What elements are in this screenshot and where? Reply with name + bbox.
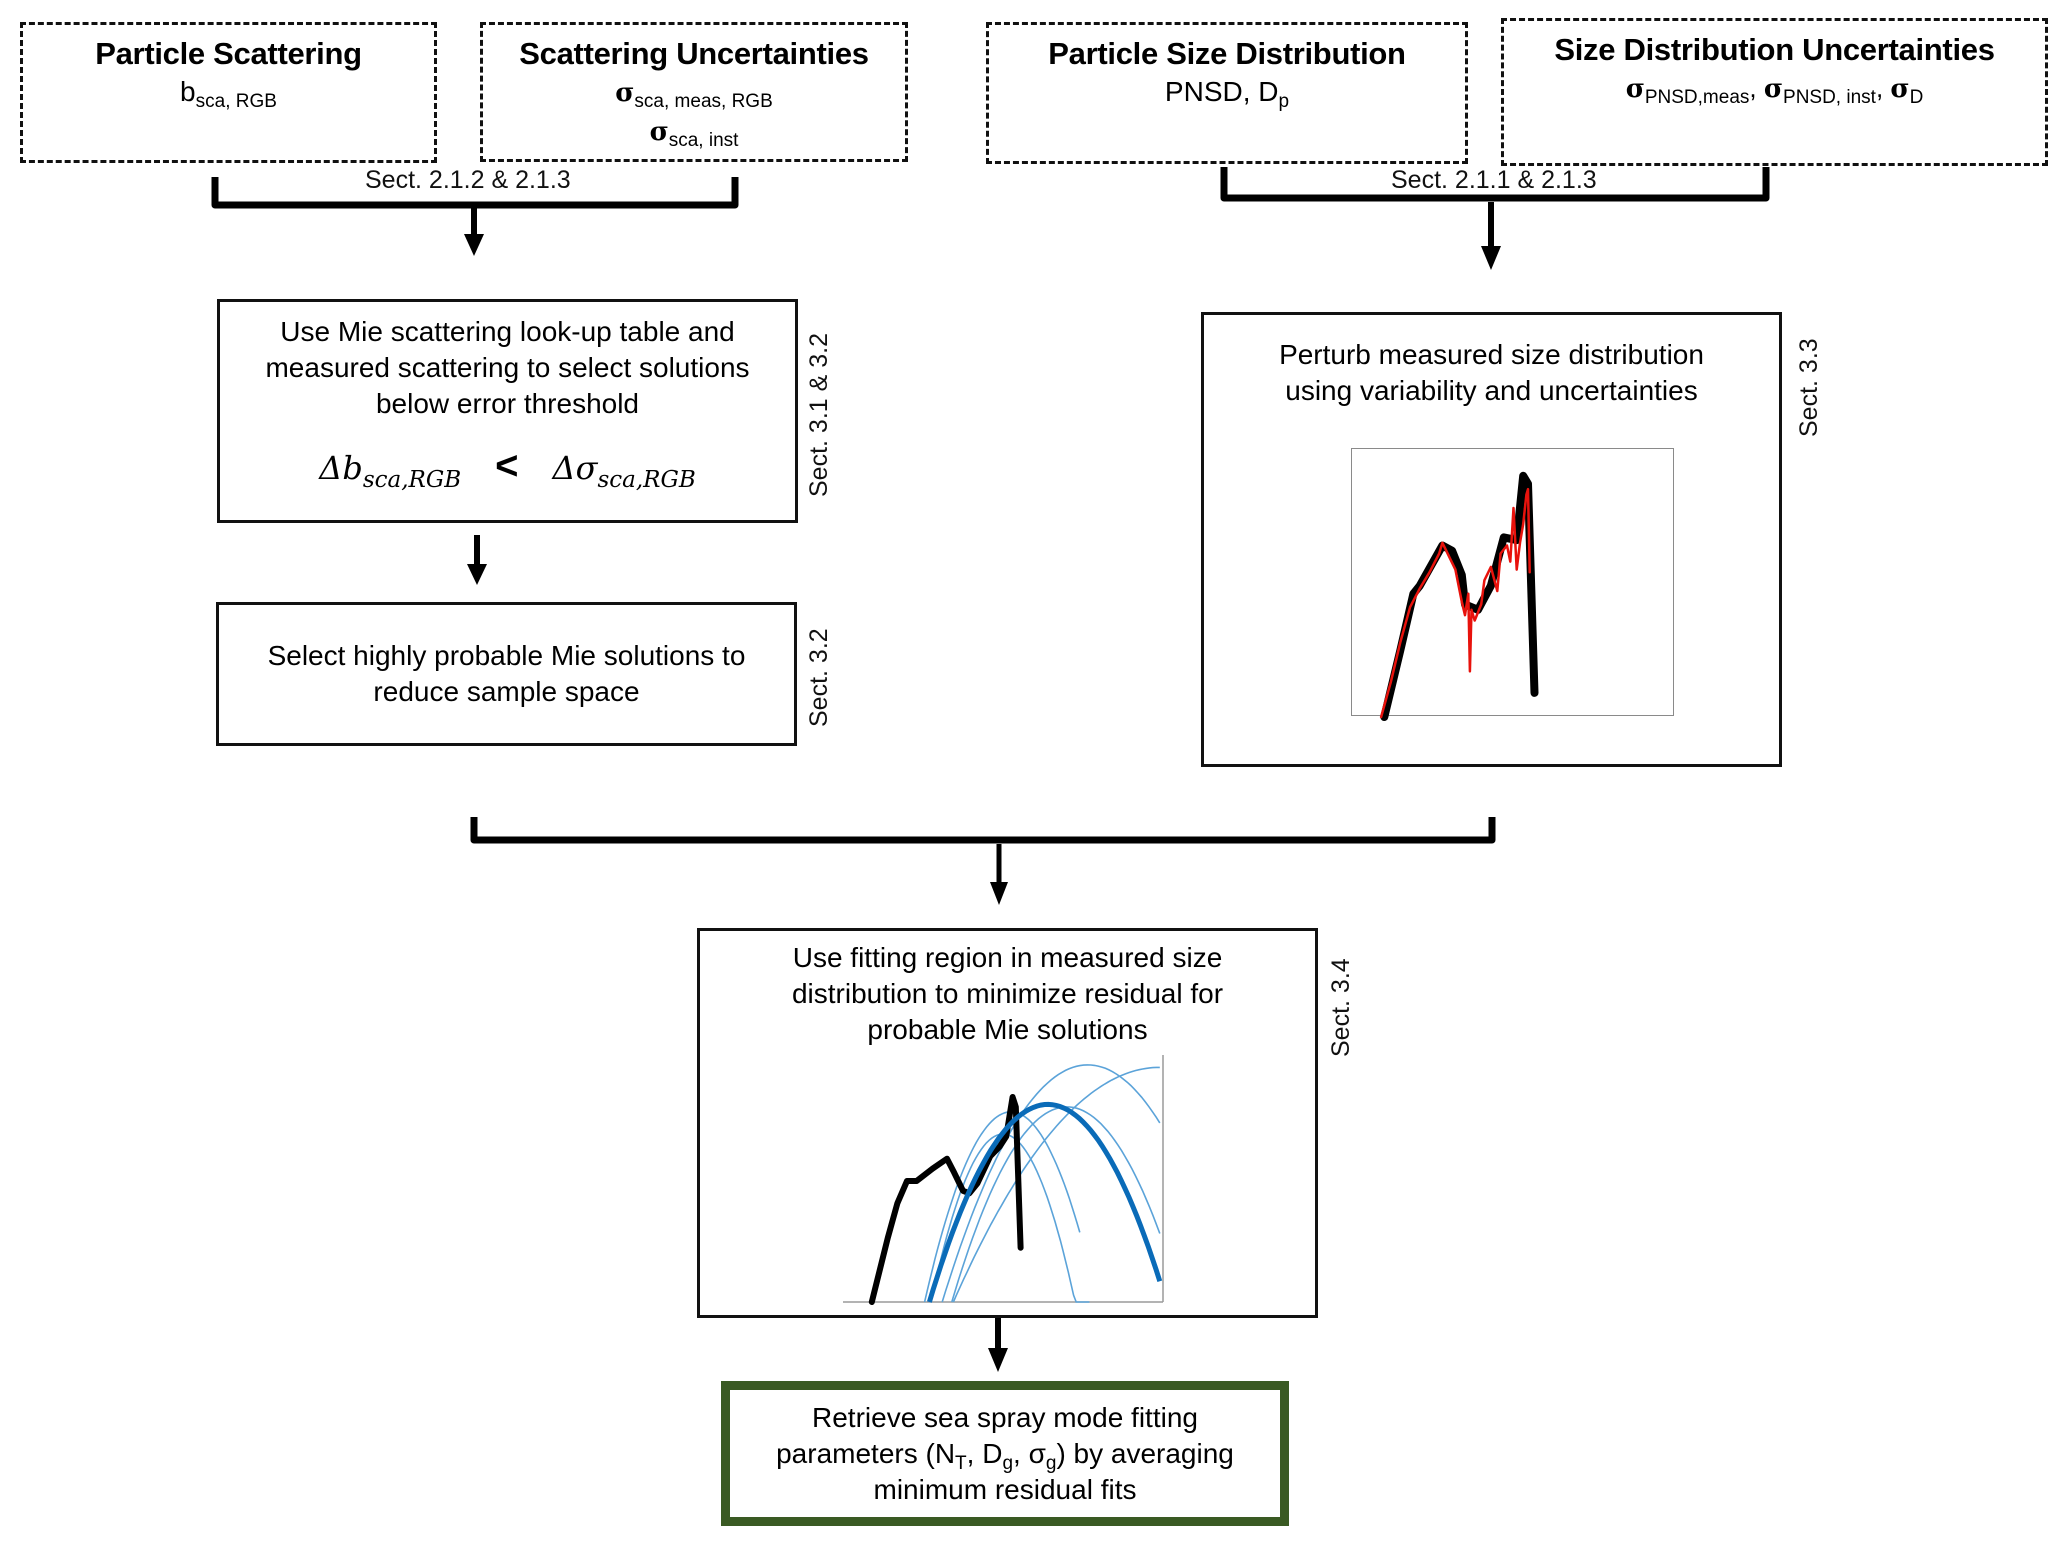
symbol-subscript: p: [1278, 91, 1290, 112]
section-ref-perturb: Sect. 3.3: [1795, 338, 1823, 437]
input-symbol: PNSD, Dp: [989, 74, 1465, 112]
retrieve-line-3: minimum residual fits: [873, 1473, 1137, 1505]
right-input-bracket: [1220, 167, 1770, 202]
input-box-size-distribution-uncertainties: Size Distribution Uncertainties σPNSD,me…: [1501, 18, 2048, 166]
error-threshold-formula: Δbsca,RGB<Δσsca,RGB: [220, 444, 795, 492]
perturbed-distribution-line: [1379, 487, 1531, 719]
step-text: Perturb measured size distribution using…: [1279, 339, 1704, 406]
symbol-subscript: sca, RGB: [195, 91, 277, 112]
measured-distribution-line: [1380, 471, 1539, 721]
input-title: Size Distribution Uncertainties: [1554, 32, 1995, 67]
input-symbol-line-2: σsca, inst: [483, 113, 905, 150]
fitting-chart: [843, 1055, 1164, 1305]
step-box-mie-lookup: Use Mie scattering look-up table and mea…: [217, 299, 798, 523]
subscript: g: [1002, 1452, 1014, 1474]
sigma-symbol: σ: [1625, 74, 1645, 104]
fitting-chart-frame: [843, 1055, 1165, 1305]
fit-line-candidate-5: [951, 1106, 1161, 1303]
step-box-select-probable: Select highly probable Mie solutions to …: [216, 602, 797, 746]
step-text: Select highly probable Mie solutions to …: [267, 640, 746, 707]
section-ref-select-probable: Sect. 3.2: [805, 628, 833, 727]
symbol-subscript: sca, meas, RGB: [634, 91, 773, 112]
input-symbol-line-1: σsca, meas, RGB: [483, 74, 905, 111]
step-box-retrieve: Retrieve sea spray mode fitting paramete…: [721, 1381, 1289, 1526]
right-bracket-arrow-head: [1481, 246, 1501, 270]
formula-left: Δbsca,RGB: [319, 449, 461, 492]
sigma-symbol: σ: [615, 78, 635, 108]
formula-right-subscript: sca,RGB: [597, 467, 696, 493]
input-box-particle-size-distribution: Particle Size Distribution PNSD, Dp: [986, 22, 1468, 164]
fit-line-candidate-1: [923, 1110, 1081, 1303]
left-bracket-label: Sect. 2.1.2 & 2.1.3: [365, 166, 571, 194]
input-title: Particle Size Distribution: [1048, 36, 1406, 71]
merge-arrow-head: [990, 882, 1008, 905]
less-than-operator: <: [495, 444, 519, 488]
formula-right: Δσsca,RGB: [552, 449, 696, 492]
perturb-chart-frame: [1351, 448, 1674, 721]
step-text: Use Mie scattering look-up table and mea…: [265, 316, 750, 419]
perturb-chart: [1379, 471, 1539, 721]
sigma-symbol: σ: [1763, 74, 1784, 104]
sigma-symbol: σ: [1890, 74, 1910, 104]
right-bracket-label: Sect. 2.1.1 & 2.1.3: [1391, 166, 1597, 194]
symbol-subscript: PNSD,meas: [1644, 87, 1750, 108]
fit-line-candidate-2: [930, 1133, 1090, 1303]
subscript: g: [1045, 1452, 1057, 1474]
input-symbol: σPNSD,meas, σPNSD, inst, σD: [1504, 70, 2045, 107]
formula-left-base: Δb: [319, 449, 363, 487]
section-ref-fitting: Sect. 3.4: [1327, 958, 1355, 1057]
retrieve-line-1: Retrieve sea spray mode fitting: [812, 1401, 1198, 1433]
symbol-base: PNSD, D: [1164, 76, 1279, 107]
subscript: T: [955, 1452, 967, 1474]
section-ref-mie-lookup: Sect. 3.1 & 3.2: [805, 333, 833, 497]
symbol-subscript: sca, inst: [668, 130, 739, 151]
left-bracket-arrow-head: [464, 234, 484, 256]
fit-to-retrieve-arrow-head: [988, 1348, 1008, 1372]
step-text: Use fitting region in measured size dist…: [791, 942, 1224, 1045]
symbol-subscript: PNSD, inst: [1783, 87, 1876, 108]
formula-left-subscript: sca,RGB: [362, 467, 462, 493]
left-input-bracket: [211, 177, 739, 209]
input-box-scattering-uncertainties: Scattering Uncertainties σsca, meas, RGB…: [480, 22, 908, 162]
input-box-particle-scattering: Particle Scattering bsca, RGB: [20, 22, 437, 163]
formula-right-base: Δσ: [552, 449, 598, 487]
text-fragment: , D: [966, 1437, 1003, 1469]
symbol-subscript: D: [1909, 87, 1924, 108]
mean-fit-line: [927, 1101, 1163, 1303]
sigma-symbol: σ: [649, 117, 669, 147]
text-fragment: , σ: [1013, 1437, 1046, 1469]
input-title: Particle Scattering: [95, 36, 362, 71]
mie-to-select-arrow-head: [467, 564, 487, 585]
input-symbol: bsca, RGB: [23, 74, 434, 112]
input-title: Scattering Uncertainties: [519, 36, 869, 71]
symbol-base: b: [180, 76, 196, 107]
text-fragment: ) by averaging: [1056, 1437, 1234, 1469]
separator: ,: [1875, 73, 1891, 103]
fit-line-candidate-3: [941, 1064, 1161, 1303]
retrieve-line-2: parameters (NT, Dg, σg) by averaging: [730, 1436, 1280, 1474]
merge-bracket: [470, 817, 1496, 844]
text-fragment: parameters (N: [776, 1437, 956, 1469]
separator: ,: [1749, 73, 1764, 103]
fit-line-candidate-4: [952, 1066, 1160, 1303]
measured-distribution-line: [868, 1094, 1024, 1305]
